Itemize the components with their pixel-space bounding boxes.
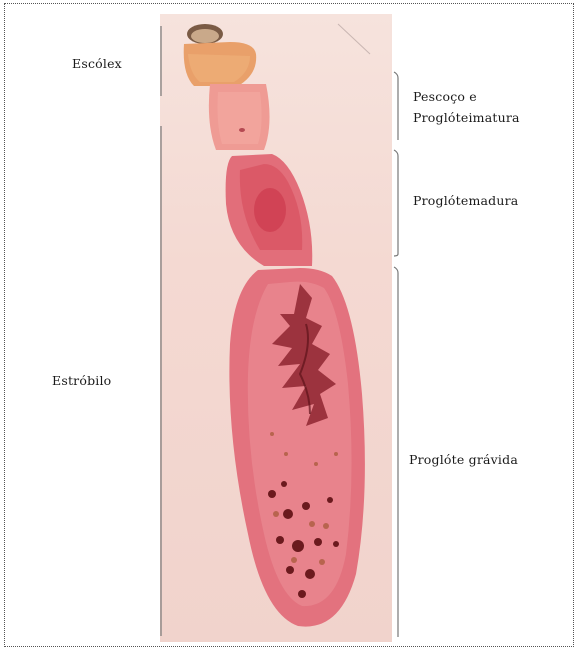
escolex-bracket bbox=[150, 24, 164, 98]
gravid-proglottid-shape bbox=[229, 268, 365, 627]
gravida-bracket bbox=[392, 265, 406, 640]
label-pescoco-line1: Pescoço e bbox=[413, 89, 477, 104]
label-estrobilo: Estróbilo bbox=[52, 373, 111, 388]
madura-bracket bbox=[392, 148, 406, 258]
pescoco-bracket bbox=[392, 70, 406, 144]
label-madura: Proglótemadura bbox=[413, 193, 518, 208]
mature-proglottid-shape bbox=[226, 154, 313, 266]
tapeworm-illustration bbox=[160, 14, 392, 642]
specimen-photo bbox=[160, 14, 392, 642]
label-pescoco-line2: Proglóteimatura bbox=[413, 110, 520, 125]
estrobilo-bracket bbox=[150, 124, 164, 638]
neck-shape bbox=[209, 84, 270, 150]
scolex-shape bbox=[184, 24, 256, 86]
label-gravida: Proglóte grávida bbox=[409, 452, 518, 467]
background-scratch bbox=[338, 24, 370, 54]
label-escolex: Escólex bbox=[72, 56, 122, 71]
